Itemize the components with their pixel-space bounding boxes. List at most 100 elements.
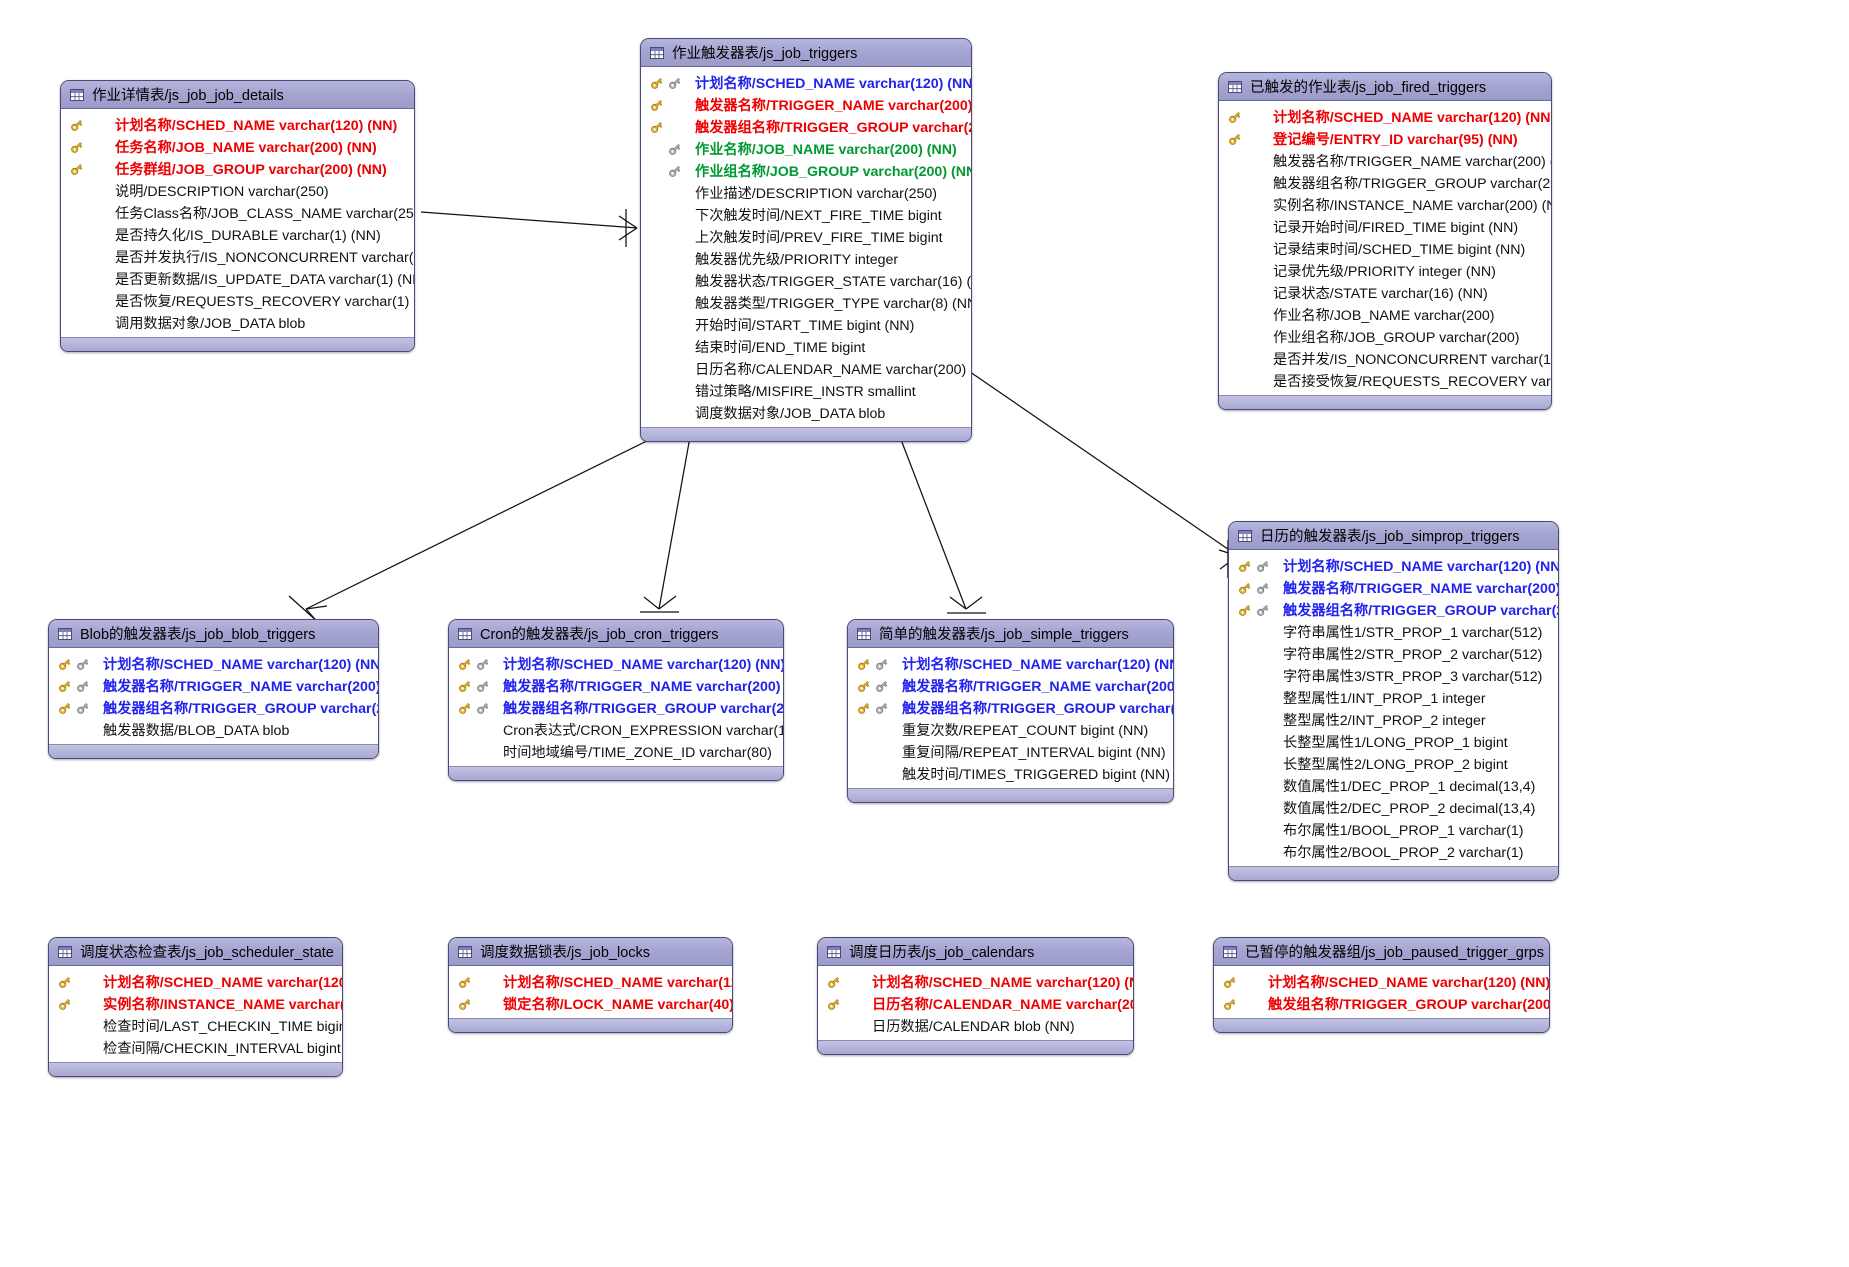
field-row[interactable]: 触发器组名称/TRIGGER_GROUP varchar(200) (NN) xyxy=(449,697,783,719)
entity-fired_triggers[interactable]: 已触发的作业表/js_job_fired_triggers 计划名称/SCHED_… xyxy=(1218,72,1552,410)
field-row[interactable]: 触发器名称/TRIGGER_NAME varchar(200) (NN) xyxy=(1229,577,1558,599)
field-row[interactable]: 字符串属性3/STR_PROP_3 varchar(512) xyxy=(1229,665,1558,687)
field-row[interactable]: 错过策略/MISFIRE_INSTR smallint xyxy=(641,380,971,402)
entity-job_triggers[interactable]: 作业触发器表/js_job_triggers 计划名称/SCHED_NAME va… xyxy=(640,38,972,442)
field-row[interactable]: 任务Class名称/JOB_CLASS_NAME varchar(250) (N… xyxy=(61,202,414,224)
field-row[interactable]: 日历名称/CALENDAR_NAME varchar(200) xyxy=(641,358,971,380)
field-row[interactable]: 计划名称/SCHED_NAME varchar(120) (NN) xyxy=(49,653,378,675)
field-row[interactable]: 作业组名称/JOB_GROUP varchar(200) xyxy=(1219,326,1551,348)
field-row[interactable]: 是否并发执行/IS_NONCONCURRENT varchar(1) (NN) xyxy=(61,246,414,268)
field-row[interactable]: 计划名称/SCHED_NAME varchar(120) (NN) xyxy=(818,971,1133,993)
field-row[interactable]: 实例名称/INSTANCE_NAME varchar(200) (NN) xyxy=(49,993,342,1015)
field-row[interactable]: 开始时间/START_TIME bigint (NN) xyxy=(641,314,971,336)
field-row[interactable]: 记录开始时间/FIRED_TIME bigint (NN) xyxy=(1219,216,1551,238)
field-row[interactable]: 长整型属性2/LONG_PROP_2 bigint xyxy=(1229,753,1558,775)
field-row[interactable]: 是否接受恢复/REQUESTS_RECOVERY varchar(1) xyxy=(1219,370,1551,392)
entity-paused_trigger_grps[interactable]: 已暂停的触发器组/js_job_paused_trigger_grps 计划名称/… xyxy=(1213,937,1550,1033)
field-row[interactable]: 整型属性2/INT_PROP_2 integer xyxy=(1229,709,1558,731)
field-row[interactable]: 触发器组名称/TRIGGER_GROUP varchar(200) (NN) xyxy=(49,697,378,719)
field-row[interactable]: 上次触发时间/PREV_FIRE_TIME bigint xyxy=(641,226,971,248)
field-row[interactable]: 数值属性2/DEC_PROP_2 decimal(13,4) xyxy=(1229,797,1558,819)
field-row[interactable]: 触发组名称/TRIGGER_GROUP varchar(200) (NN) xyxy=(1214,993,1549,1015)
field-row[interactable]: 触发器名称/TRIGGER_NAME varchar(200) (NN) xyxy=(1219,150,1551,172)
entity-header-locks[interactable]: 调度数据锁表/js_job_locks xyxy=(449,938,732,966)
field-row[interactable]: 重复次数/REPEAT_COUNT bigint (NN) xyxy=(848,719,1173,741)
field-row[interactable]: 计划名称/SCHED_NAME varchar(120) (NN) xyxy=(449,971,732,993)
entity-simprop_triggers[interactable]: 日历的触发器表/js_job_simprop_triggers 计划名称/SCHE… xyxy=(1228,521,1559,881)
field-row[interactable]: 锁定名称/LOCK_NAME varchar(40) (NN) xyxy=(449,993,732,1015)
field-row[interactable]: 是否更新数据/IS_UPDATE_DATA varchar(1) (NN) xyxy=(61,268,414,290)
field-row[interactable]: 日历数据/CALENDAR blob (NN) xyxy=(818,1015,1133,1037)
field-row[interactable]: 记录状态/STATE varchar(16) (NN) xyxy=(1219,282,1551,304)
entity-header-simple_triggers[interactable]: 简单的触发器表/js_job_simple_triggers xyxy=(848,620,1173,648)
entity-header-job_triggers[interactable]: 作业触发器表/js_job_triggers xyxy=(641,39,971,67)
field-row[interactable]: 计划名称/SCHED_NAME varchar(120) (NN) xyxy=(49,971,342,993)
field-row[interactable]: 重复间隔/REPEAT_INTERVAL bigint (NN) xyxy=(848,741,1173,763)
field-row[interactable]: 长整型属性1/LONG_PROP_1 bigint xyxy=(1229,731,1558,753)
entity-simple_triggers[interactable]: 简单的触发器表/js_job_simple_triggers 计划名称/SCHED… xyxy=(847,619,1174,803)
entity-job_details[interactable]: 作业详情表/js_job_job_details 计划名称/SCHED_NAME … xyxy=(60,80,415,352)
field-row[interactable]: 计划名称/SCHED_NAME varchar(120) (NN) xyxy=(641,72,971,94)
entity-header-paused_trigger_grps[interactable]: 已暂停的触发器组/js_job_paused_trigger_grps xyxy=(1214,938,1549,966)
field-row[interactable]: 计划名称/SCHED_NAME varchar(120) (NN) xyxy=(848,653,1173,675)
field-row[interactable]: 触发器组名称/TRIGGER_GROUP varchar(200) (NN) xyxy=(1229,599,1558,621)
field-row[interactable]: 计划名称/SCHED_NAME varchar(120) (NN) xyxy=(449,653,783,675)
field-row[interactable]: 检查间隔/CHECKIN_INTERVAL bigint (NN) xyxy=(49,1037,342,1059)
field-row[interactable]: 布尔属性2/BOOL_PROP_2 varchar(1) xyxy=(1229,841,1558,863)
field-row[interactable]: 计划名称/SCHED_NAME varchar(120) (NN) xyxy=(1214,971,1549,993)
field-row[interactable]: 作业名称/JOB_NAME varchar(200) (NN) xyxy=(641,138,971,160)
field-row[interactable]: 计划名称/SCHED_NAME varchar(120) (NN) xyxy=(1229,555,1558,577)
field-row[interactable]: 触发器类型/TRIGGER_TYPE varchar(8) (NN) xyxy=(641,292,971,314)
entity-header-cron_triggers[interactable]: Cron的触发器表/js_job_cron_triggers xyxy=(449,620,783,648)
field-row[interactable]: 触发器名称/TRIGGER_NAME varchar(200) (NN) xyxy=(49,675,378,697)
field-row[interactable]: 触发器名称/TRIGGER_NAME varchar(200) (NN) xyxy=(449,675,783,697)
field-row[interactable]: 检查时间/LAST_CHECKIN_TIME bigint (NN) xyxy=(49,1015,342,1037)
field-row[interactable]: 触发器组名称/TRIGGER_GROUP varchar(200) (NN) xyxy=(1219,172,1551,194)
field-row[interactable]: 是否持久化/IS_DURABLE varchar(1) (NN) xyxy=(61,224,414,246)
entity-header-fired_triggers[interactable]: 已触发的作业表/js_job_fired_triggers xyxy=(1219,73,1551,101)
field-row[interactable]: 作业组名称/JOB_GROUP varchar(200) (NN) xyxy=(641,160,971,182)
entity-header-simprop_triggers[interactable]: 日历的触发器表/js_job_simprop_triggers xyxy=(1229,522,1558,550)
field-row[interactable]: 数值属性1/DEC_PROP_1 decimal(13,4) xyxy=(1229,775,1558,797)
field-row[interactable]: 记录优先级/PRIORITY integer (NN) xyxy=(1219,260,1551,282)
entity-blob_triggers[interactable]: Blob的触发器表/js_job_blob_triggers 计划名称/SCHED… xyxy=(48,619,379,759)
field-row[interactable]: 时间地域编号/TIME_ZONE_ID varchar(80) xyxy=(449,741,783,763)
field-row[interactable]: 任务群组/JOB_GROUP varchar(200) (NN) xyxy=(61,158,414,180)
field-row[interactable]: 任务名称/JOB_NAME varchar(200) (NN) xyxy=(61,136,414,158)
field-row[interactable]: 触发器组名称/TRIGGER_GROUP varchar(200) (NN) xyxy=(848,697,1173,719)
field-row[interactable]: 登记编号/ENTRY_ID varchar(95) (NN) xyxy=(1219,128,1551,150)
field-row[interactable]: 布尔属性1/BOOL_PROP_1 varchar(1) xyxy=(1229,819,1558,841)
field-row[interactable]: 日历名称/CALENDAR_NAME varchar(200) (NN) xyxy=(818,993,1133,1015)
field-row[interactable]: 调度数据对象/JOB_DATA blob xyxy=(641,402,971,424)
field-row[interactable]: 是否恢复/REQUESTS_RECOVERY varchar(1) (NN) xyxy=(61,290,414,312)
field-row[interactable]: 触发时间/TIMES_TRIGGERED bigint (NN) xyxy=(848,763,1173,785)
entity-header-blob_triggers[interactable]: Blob的触发器表/js_job_blob_triggers xyxy=(49,620,378,648)
field-row[interactable]: 触发器优先级/PRIORITY integer xyxy=(641,248,971,270)
entity-scheduler_state[interactable]: 调度状态检查表/js_job_scheduler_state 计划名称/SCHED… xyxy=(48,937,343,1077)
field-row[interactable]: 作业描述/DESCRIPTION varchar(250) xyxy=(641,182,971,204)
field-row[interactable]: 记录结束时间/SCHED_TIME bigint (NN) xyxy=(1219,238,1551,260)
field-row[interactable]: 字符串属性2/STR_PROP_2 varchar(512) xyxy=(1229,643,1558,665)
field-row[interactable]: Cron表达式/CRON_EXPRESSION varchar(120) (NN… xyxy=(449,719,783,741)
entity-cron_triggers[interactable]: Cron的触发器表/js_job_cron_triggers 计划名称/SCHED… xyxy=(448,619,784,781)
field-row[interactable]: 触发器组名称/TRIGGER_GROUP varchar(200) (NN) xyxy=(641,116,971,138)
field-row[interactable]: 是否并发/IS_NONCONCURRENT varchar(1) xyxy=(1219,348,1551,370)
field-row[interactable]: 作业名称/JOB_NAME varchar(200) xyxy=(1219,304,1551,326)
field-row[interactable]: 触发器数据/BLOB_DATA blob xyxy=(49,719,378,741)
field-row[interactable]: 触发器状态/TRIGGER_STATE varchar(16) (NN) xyxy=(641,270,971,292)
entity-locks[interactable]: 调度数据锁表/js_job_locks 计划名称/SCHED_NAME varch… xyxy=(448,937,733,1033)
field-row[interactable]: 下次触发时间/NEXT_FIRE_TIME bigint xyxy=(641,204,971,226)
entity-calendars[interactable]: 调度日历表/js_job_calendars 计划名称/SCHED_NAME va… xyxy=(817,937,1134,1055)
field-row[interactable]: 调用数据对象/JOB_DATA blob xyxy=(61,312,414,334)
field-row[interactable]: 整型属性1/INT_PROP_1 integer xyxy=(1229,687,1558,709)
entity-header-scheduler_state[interactable]: 调度状态检查表/js_job_scheduler_state xyxy=(49,938,342,966)
field-row[interactable]: 触发器名称/TRIGGER_NAME varchar(200) (NN) xyxy=(641,94,971,116)
field-row[interactable]: 结束时间/END_TIME bigint xyxy=(641,336,971,358)
field-row[interactable]: 计划名称/SCHED_NAME varchar(120) (NN) xyxy=(61,114,414,136)
entity-header-job_details[interactable]: 作业详情表/js_job_job_details xyxy=(61,81,414,109)
field-row[interactable]: 计划名称/SCHED_NAME varchar(120) (NN) xyxy=(1219,106,1551,128)
entity-header-calendars[interactable]: 调度日历表/js_job_calendars xyxy=(818,938,1133,966)
field-row[interactable]: 字符串属性1/STR_PROP_1 varchar(512) xyxy=(1229,621,1558,643)
field-row[interactable]: 触发器名称/TRIGGER_NAME varchar(200) (NN) xyxy=(848,675,1173,697)
field-row[interactable]: 说明/DESCRIPTION varchar(250) xyxy=(61,180,414,202)
